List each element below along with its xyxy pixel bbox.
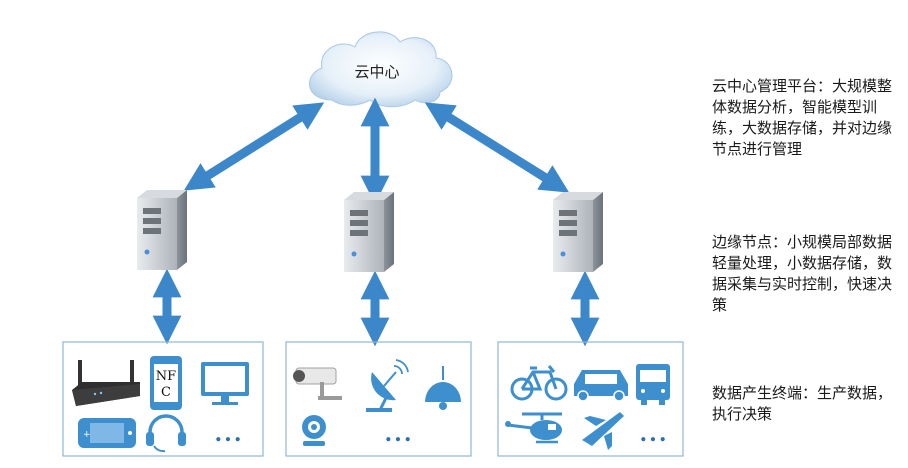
more-devices-right: ...	[640, 421, 669, 447]
cloud-center-description: 云中心管理平台：大规模整体数据分析，智能模型训练，大数据存储，并对边缘节点进行管…	[712, 77, 893, 158]
edge-node-description: 边缘节点：小规模局部数据轻量处理，小数据存储，数据采集与实时控制，快速决策	[712, 233, 893, 314]
server-icon	[553, 192, 603, 272]
webcam-icon	[302, 415, 326, 446]
terminal-description: 数据产生终端：生产数据，执行决策	[712, 384, 893, 423]
nfc-label-line1: NF	[156, 369, 176, 384]
bus-icon	[636, 364, 670, 405]
nfc-phone-icon: NF C	[150, 356, 182, 410]
ceiling-lamp-icon	[425, 366, 461, 410]
terminal-group-right	[497, 341, 684, 457]
game-controller-icon: +	[78, 418, 136, 448]
terminal-group-left	[62, 341, 264, 457]
server-icon	[137, 190, 187, 270]
more-devices-middle: ...	[385, 421, 414, 447]
server-icon	[344, 192, 394, 272]
cloud-label: 云中心	[354, 63, 399, 81]
terminal-group-middle	[285, 341, 472, 457]
svg-text:+: +	[83, 430, 91, 440]
arrow-cloud-edge-right	[424, 102, 570, 193]
router-icon	[72, 360, 140, 406]
airplane-icon	[582, 412, 624, 450]
satellite-dish-icon	[366, 359, 409, 412]
car-icon	[574, 370, 628, 402]
helicopter-icon	[505, 412, 562, 444]
headset-icon	[146, 414, 186, 453]
monitor-icon	[201, 362, 249, 405]
bicycle-icon	[510, 365, 568, 401]
security-camera-icon	[293, 367, 342, 400]
nfc-label-line2: C	[161, 385, 171, 400]
arrow-cloud-edge-left	[183, 102, 325, 191]
more-devices-left: ...	[215, 421, 244, 447]
